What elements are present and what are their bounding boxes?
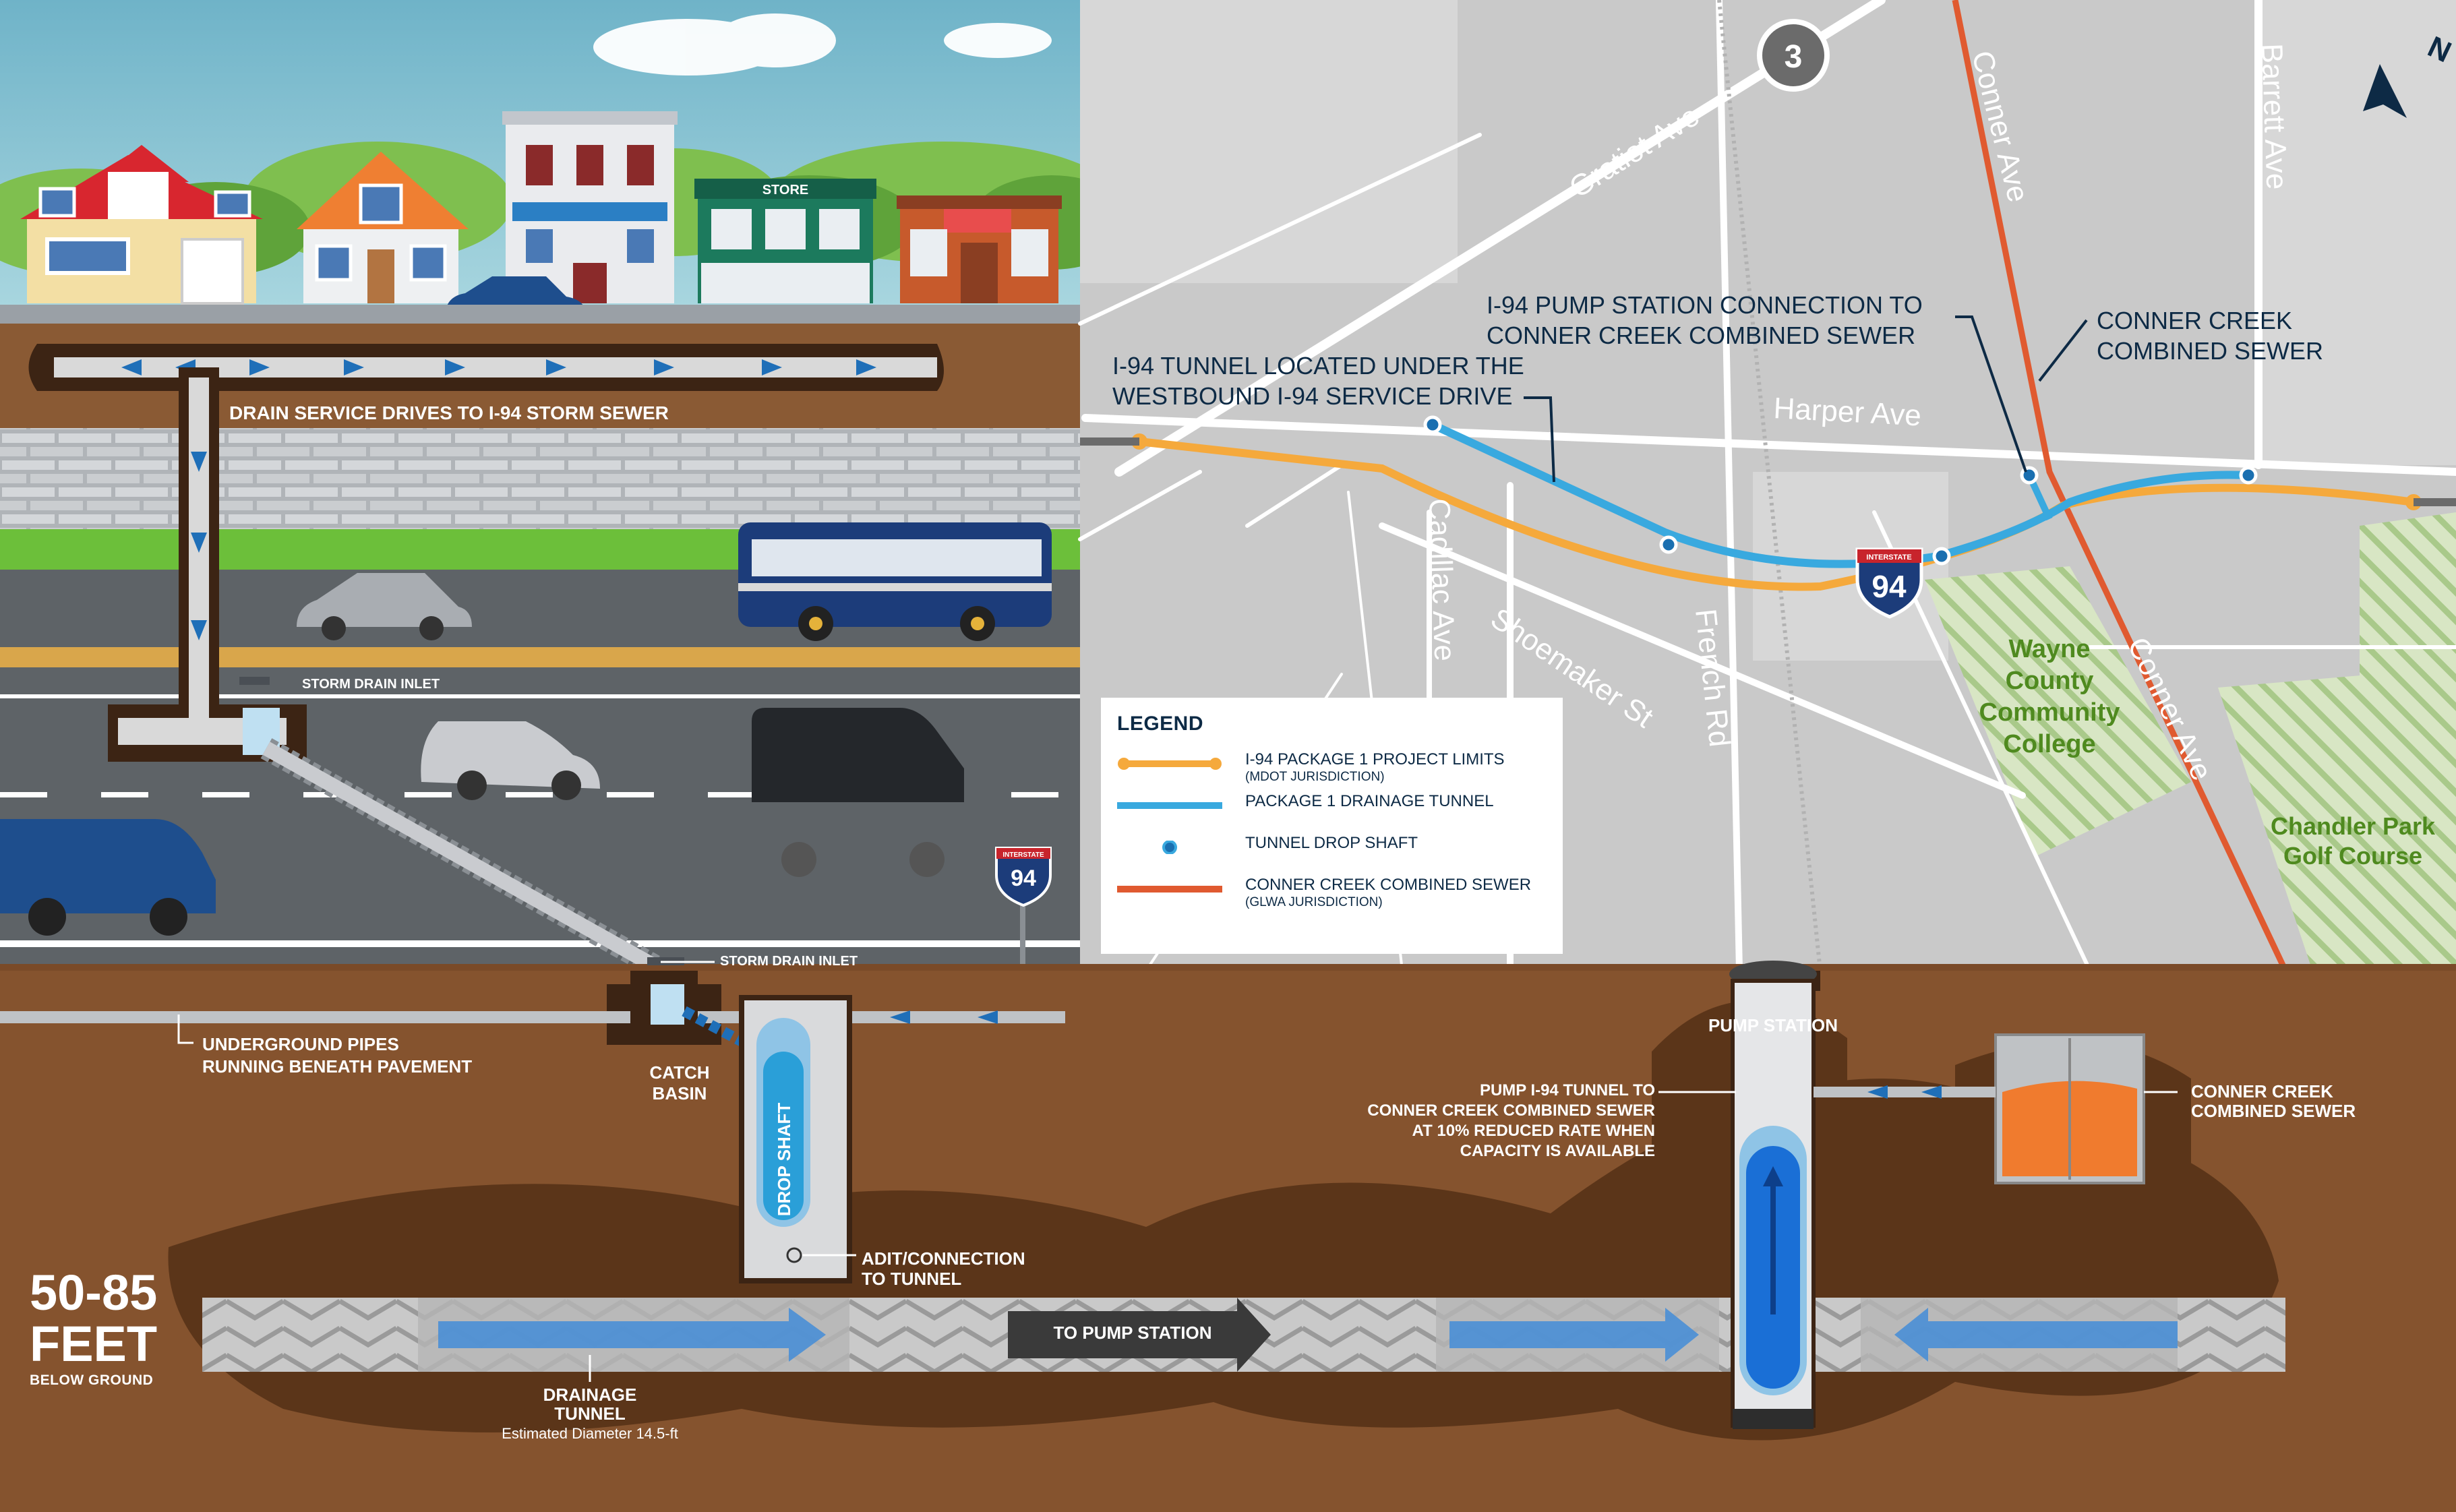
store-sign: STORE (762, 183, 809, 198)
underground-section: STORM DRAIN INLET DROP SHAFT TO PUMP STA… (0, 954, 2456, 1512)
drop-shaft: DROP SHAFT (739, 995, 856, 1283)
pump-station (1729, 961, 1820, 1429)
orange-line-icon (1118, 758, 1222, 770)
map-legend: LEGEND I-94 PACKAGE 1 PROJECT LIMITS(MDO… (1101, 698, 1563, 954)
car-white (421, 721, 600, 800)
svg-text:I-94 TUNNEL LOCATED UNDER THE: I-94 TUNNEL LOCATED UNDER THE (1112, 352, 1524, 380)
legend-title: LEGEND (1117, 713, 1204, 735)
drop-shaft-dot-icon (1162, 841, 1177, 854)
interstate-road-sign: INTERSTATE 94 (995, 847, 1052, 971)
adit-label-1: ADIT/CONNECTION (862, 1248, 1025, 1269)
svg-text:CONNER CREEK: CONNER CREEK (2097, 307, 2292, 334)
storm-inlet-upper-label: STORM DRAIN INLET (302, 677, 440, 692)
callout-conner-creek: CONNER CREEK COMBINED SEWER (2038, 307, 2323, 382)
wayne-college-label: Wayne County Community College (1979, 635, 2120, 758)
pump-desc-3: AT 10% REDUCED RATE WHEN (1412, 1122, 1655, 1140)
soil-layer-upper: DRAIN SERVICE DRIVES TO I-94 STORM SEWER (0, 324, 1080, 428)
storm-drain-inlet-upper: STORM DRAIN INLET (108, 677, 440, 762)
legend-item-drop-shaft: TUNNEL DROP SHAFT (1117, 834, 1547, 876)
svg-text:CONNER CREEK COMBINED SEWER: CONNER CREEK COMBINED SEWER (1487, 322, 1915, 349)
blue-line-icon (1117, 802, 1222, 809)
area-map: 3 INTERSTATE 94 N Gratiot Ave Conner Ave… (1078, 0, 2456, 974)
shield-header: INTERSTATE (1866, 553, 1911, 562)
to-pump-station-label: TO PUMP STATION (1054, 1323, 1212, 1343)
apartment-building (502, 111, 678, 303)
street-harper: Harper Ave (1772, 392, 1922, 432)
catch-basin-label-2: BASIN (653, 1083, 707, 1103)
house-orange-roof (297, 152, 469, 303)
callout-pump-connection: I-94 PUMP STATION CONNECTION TO CONNER C… (1487, 291, 2027, 473)
college-park-area (1925, 566, 2191, 856)
svg-text:Community: Community (1979, 698, 2120, 727)
adit-label-2: TO TUNNEL (862, 1269, 961, 1289)
suv-blue (0, 819, 216, 936)
legend-item-combined-sewer: CONNER CREEK COMBINED SEWER(GLWA JURISDI… (1117, 876, 1547, 917)
house-red-roof (20, 145, 263, 305)
pump-desc-1: PUMP I-94 TUNNEL TO (1480, 1081, 1655, 1099)
drain-riser-pipe (179, 367, 219, 718)
drainage-tunnel-label-1: DRAINAGE (543, 1385, 637, 1405)
depth-value: 50-85 (30, 1265, 158, 1321)
shop-building (897, 195, 1062, 303)
railroad (1717, 0, 1822, 971)
street-barrett: Barrett Ave (2255, 43, 2294, 190)
catch-basin-label-1: CATCH (649, 1062, 709, 1083)
pump-station-label: PUMP STATION (1708, 1015, 1838, 1035)
underground-pipes-label-1: UNDERGROUND PIPES (202, 1034, 399, 1054)
conner-creek-tank (1814, 1033, 2145, 1184)
golf-course-area (2218, 667, 2456, 971)
conner-sewer-label-2: COMBINED SEWER (2191, 1101, 2356, 1121)
tunnel-diameter-label: Estimated Diameter 14.5-ft (502, 1425, 678, 1442)
town-scene: STORE (0, 0, 1133, 326)
depth-unit: FEET (30, 1316, 158, 1372)
svg-text:I-94 PUMP STATION CONNECTION T: I-94 PUMP STATION CONNECTION TO (1487, 291, 1923, 319)
road-sign-number: 94 (1011, 866, 1036, 891)
conner-creek-sewer-line (1952, 0, 2289, 972)
bus (738, 522, 1052, 641)
drop-shaft-label: DROP SHAFT (774, 1103, 794, 1217)
drain-service-label: DRAIN SERVICE DRIVES TO I-94 STORM SEWER (229, 402, 669, 423)
svg-text:Wayne: Wayne (2008, 635, 2090, 663)
drainage-tunnel-label-2: TUNNEL (554, 1403, 626, 1424)
van-black (752, 708, 964, 877)
chandler-park-label: Chandler Park Golf Course (2271, 812, 2436, 870)
drainage-tunnel-line (1431, 421, 2249, 568)
svg-text:College: College (2003, 730, 2095, 758)
drop-shaft-dots (1423, 415, 2258, 566)
road-sign-header: INTERSTATE (1002, 851, 1044, 859)
underground-pipes-label-2: RUNNING BENEATH PAVEMENT (202, 1056, 472, 1077)
svg-text:COMBINED SEWER: COMBINED SEWER (2097, 337, 2323, 365)
legend-item-project-limits: I-94 PACKAGE 1 PROJECT LIMITS(MDOT JURIS… (1117, 750, 1547, 792)
route-number: 3 (1785, 39, 1803, 75)
pump-desc-4: CAPACITY IS AVAILABLE (1460, 1142, 1655, 1160)
i94-shield: INTERSTATE 94 (1855, 547, 1923, 619)
pump-desc-2: CONNER CREEK COMBINED SEWER (1367, 1101, 1655, 1120)
storm-inlet-lower-label: STORM DRAIN INLET (720, 954, 858, 969)
shield-number: 94 (1871, 569, 1907, 604)
svg-text:Chandler Park: Chandler Park (2271, 812, 2436, 840)
route-3-marker: 3 (1757, 19, 1830, 92)
red-line-icon (1117, 886, 1222, 893)
svg-text:WESTBOUND I-94 SERVICE DRIVE: WESTBOUND I-94 SERVICE DRIVE (1112, 382, 1512, 410)
svg-text:County: County (2006, 667, 2094, 695)
street-cadillac: Cadillac Ave (1422, 498, 1461, 662)
callout-tunnel-location: I-94 TUNNEL LOCATED UNDER THE WESTBOUND … (1112, 352, 1555, 483)
drainage-tunnel: TO PUMP STATION (202, 1298, 2285, 1372)
depth-indicator: 50-85 FEET BELOW GROUND (30, 1267, 157, 1389)
store-building: STORE (694, 179, 876, 303)
svg-text:Golf Course: Golf Course (2283, 842, 2422, 870)
legend-item-drainage-tunnel: PACKAGE 1 DRAINAGE TUNNEL (1117, 792, 1547, 834)
catch-basin (630, 957, 751, 1050)
car-silver (297, 573, 472, 640)
conner-sewer-label-1: CONNER CREEK (2191, 1081, 2333, 1101)
depth-sub: BELOW GROUND (30, 1372, 154, 1388)
